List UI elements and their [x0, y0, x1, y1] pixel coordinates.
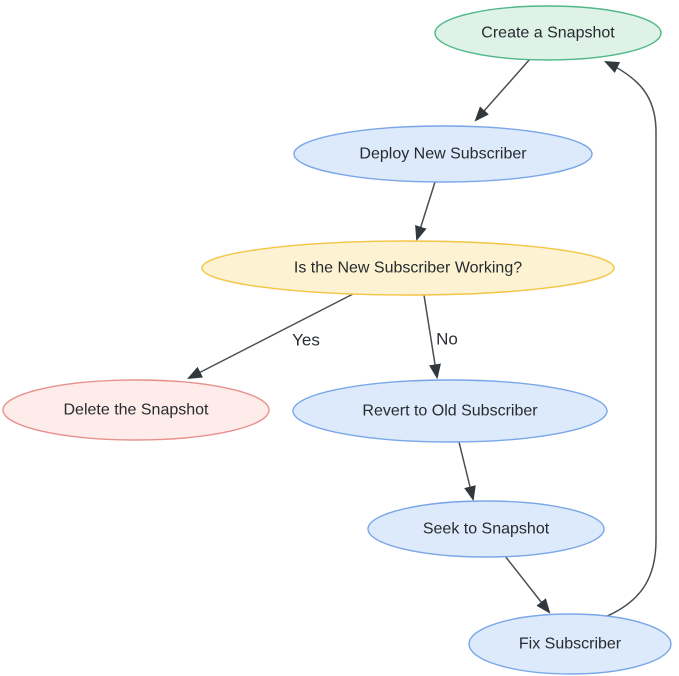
node-ellipse-deploy — [293, 125, 593, 183]
node-fix: Fix Subscriber — [468, 613, 672, 675]
node-ellipse-revert — [292, 379, 608, 443]
node-ellipse-delete — [2, 379, 270, 441]
node-delete: Delete the Snapshot — [2, 379, 270, 441]
edge-revert-to-seek — [458, 441, 476, 502]
edge-label-no: No — [436, 330, 458, 349]
node-label-create: Create a Snapshot — [481, 25, 615, 42]
node-create: Create a Snapshot — [434, 5, 662, 61]
node-ellipse-seek — [367, 500, 605, 558]
node-label-delete: Delete the Snapshot — [64, 402, 210, 419]
node-ellipse-create — [434, 5, 662, 61]
node-label-seek: Seek to Snapshot — [423, 521, 550, 538]
node-label-revert: Revert to Old Subscriber — [362, 403, 538, 420]
node-working: Is the New Subscriber Working? — [201, 240, 615, 296]
node-label-fix: Fix Subscriber — [519, 636, 622, 653]
edge-working-to-delete — [186, 293, 354, 380]
edges-layer — [186, 58, 657, 618]
node-label-deploy: Deploy New Subscriber — [359, 146, 527, 163]
edge-seek-to-fix — [504, 555, 551, 614]
node-deploy: Deploy New Subscriber — [293, 125, 593, 183]
edge-deploy-to-working — [415, 181, 436, 242]
edge-working-to-revert — [423, 294, 441, 380]
node-seek: Seek to Snapshot — [367, 500, 605, 558]
node-label-working: Is the New Subscriber Working? — [294, 260, 522, 277]
edge-fix-to-create — [603, 61, 657, 618]
edge-label-yes: Yes — [292, 331, 320, 350]
node-ellipse-working — [201, 240, 615, 296]
edge-labels-layer: Yes No — [292, 330, 458, 350]
node-revert: Revert to Old Subscriber — [292, 379, 608, 443]
edge-create-to-deploy — [474, 58, 531, 122]
node-ellipse-fix — [468, 613, 672, 675]
